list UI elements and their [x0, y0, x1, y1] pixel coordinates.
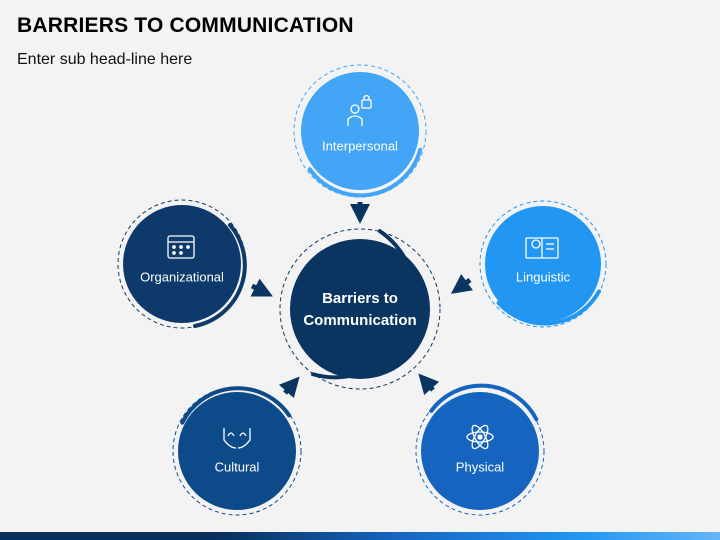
- physical-node: [415, 383, 545, 516]
- linguistic-node: [479, 200, 607, 328]
- center-label: Barriers to Communication: [303, 288, 416, 332]
- organizational-node: [117, 199, 247, 329]
- interpersonal-node: [293, 64, 427, 198]
- hands-icon: [223, 428, 251, 449]
- physical-label: Physical: [455, 459, 505, 475]
- bottom-gradient-bar: [0, 532, 720, 540]
- interpersonal-label: Interpersonal: [322, 138, 398, 154]
- person-with-lock-icon: [347, 94, 372, 126]
- center-label-line1: Barriers to: [322, 290, 398, 307]
- book-globe-icon: [525, 237, 559, 259]
- organizational-label: Organizational: [140, 269, 224, 285]
- center-node: [279, 228, 441, 390]
- arrow-organizational: [250, 278, 273, 297]
- center-label-line2: Communication: [303, 312, 417, 329]
- calendar-icon: [167, 235, 195, 259]
- atom-icon: [466, 424, 494, 450]
- arrow-linguistic: [450, 274, 473, 294]
- page-title: BARRIERS TO COMMUNICATION: [17, 14, 354, 37]
- connector-arrows: [250, 202, 473, 399]
- cultural-node: [172, 386, 302, 516]
- linguistic-label: Linguistic: [515, 269, 571, 285]
- page-subtitle: Enter sub head-line here: [17, 51, 193, 68]
- cultural-label: Cultural: [214, 459, 260, 475]
- arrow-cultural: [278, 376, 300, 399]
- arrow-physical: [418, 373, 440, 396]
